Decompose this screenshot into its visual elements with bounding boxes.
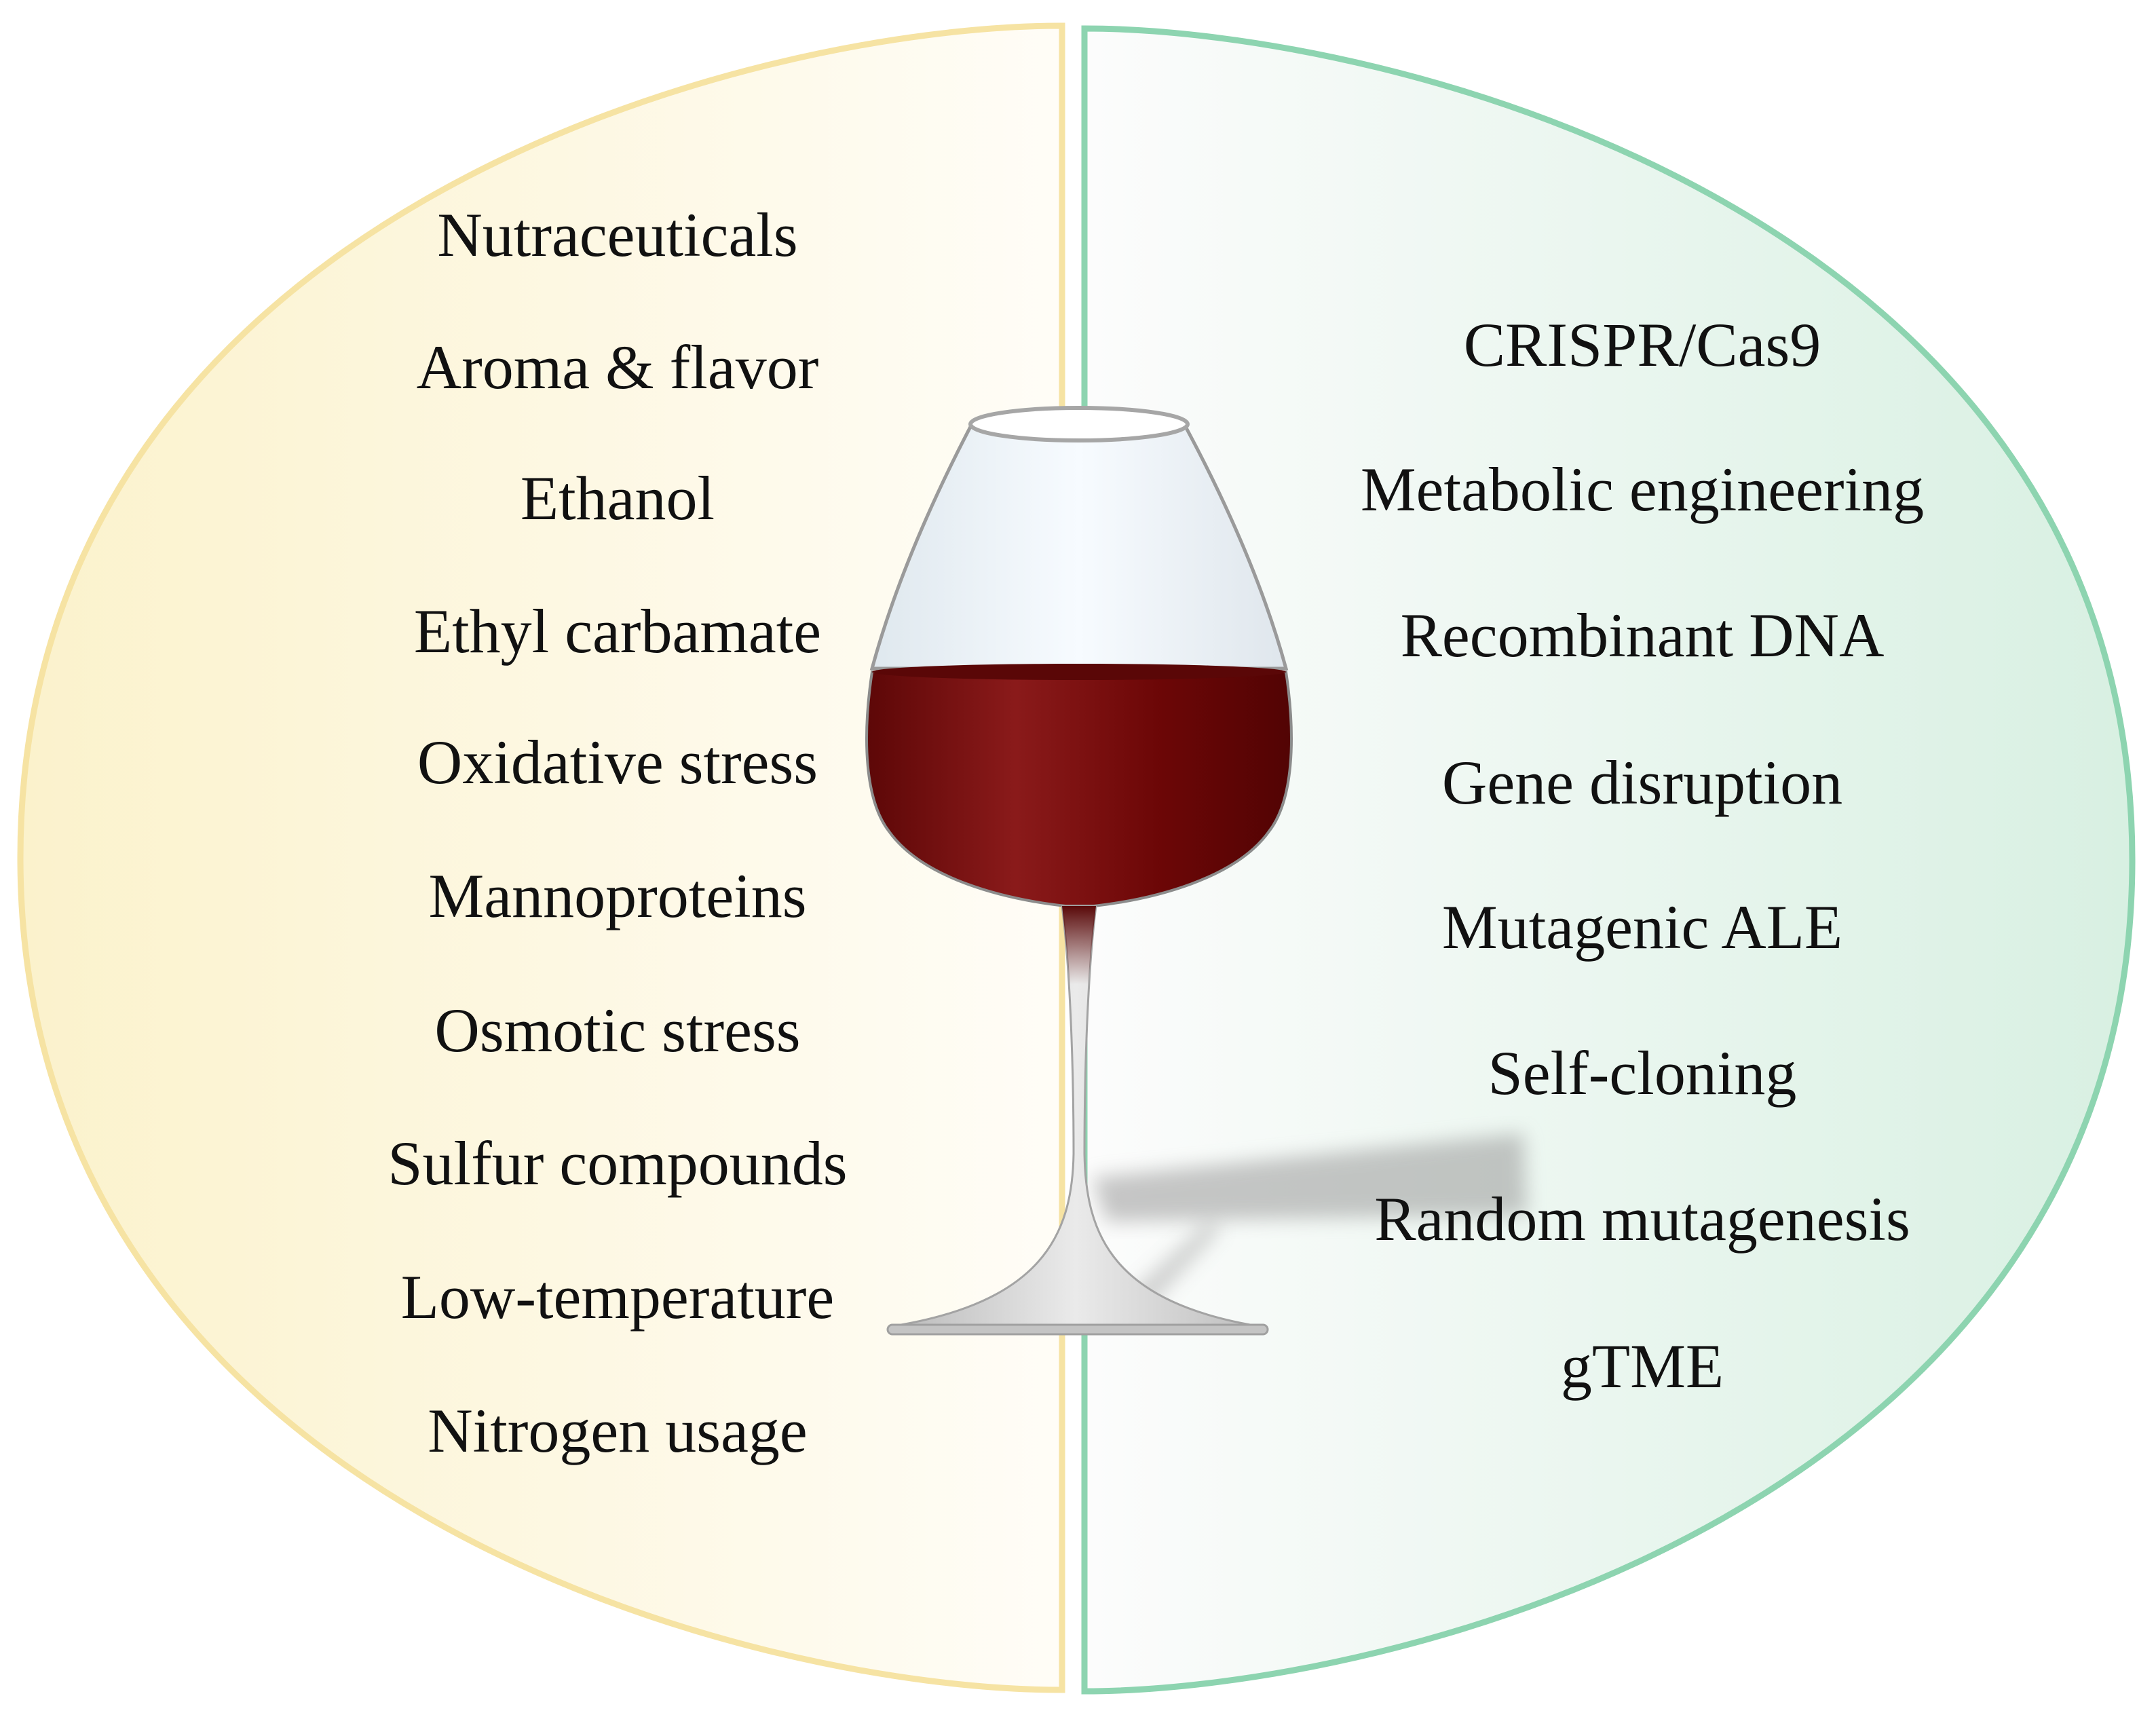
left-panel: [17, 22, 1065, 1693]
glass-rim: [968, 406, 1190, 442]
left-item-mannoproteins: Mannoproteins: [428, 861, 807, 930]
right-item-metabolic-engineering: Metabolic engineering: [1360, 455, 1925, 524]
left-item-nitrogen-usage: Nitrogen usage: [428, 1396, 808, 1465]
left-item-sulfur-compounds: Sulfur compounds: [387, 1129, 848, 1198]
left-item-low-temperature: Low-temperature: [400, 1262, 835, 1332]
right-item-crispr-cas9: CRISPR/Cas9: [1463, 310, 1821, 379]
wine-surface: [872, 664, 1286, 680]
left-item-ethanol: Ethanol: [520, 464, 715, 533]
glass-foot: [886, 1323, 1269, 1336]
glass-bowl-upper: [869, 422, 1289, 671]
right-item-self-cloning: Self-cloning: [1488, 1038, 1797, 1108]
right-item-recombinant-dna: Recombinant DNA: [1400, 601, 1885, 670]
left-item-nutraceuticals: Nutraceuticals: [437, 200, 798, 269]
stem-wine-tint: [1062, 906, 1096, 984]
left-item-ethyl-carbamate: Ethyl carbamate: [413, 597, 822, 666]
right-item-gene-disruption: Gene disruption: [1441, 748, 1843, 817]
left-item-oxidative-stress: Oxidative stress: [417, 728, 818, 797]
right-item-random-mutagenesis: Random mutagenesis: [1374, 1184, 1910, 1254]
wine-glass-icon: [865, 406, 1527, 1336]
left-item-aroma-flavor: Aroma & flavor: [416, 333, 819, 402]
glass-shadow: [1093, 1133, 1527, 1222]
right-item-mutagenic-ale: Mutagenic ALE: [1441, 892, 1843, 962]
left-item-osmotic-stress: Osmotic stress: [434, 996, 801, 1065]
right-panel: [1081, 25, 2136, 1695]
right-item-gtme: gTME: [1560, 1332, 1724, 1401]
